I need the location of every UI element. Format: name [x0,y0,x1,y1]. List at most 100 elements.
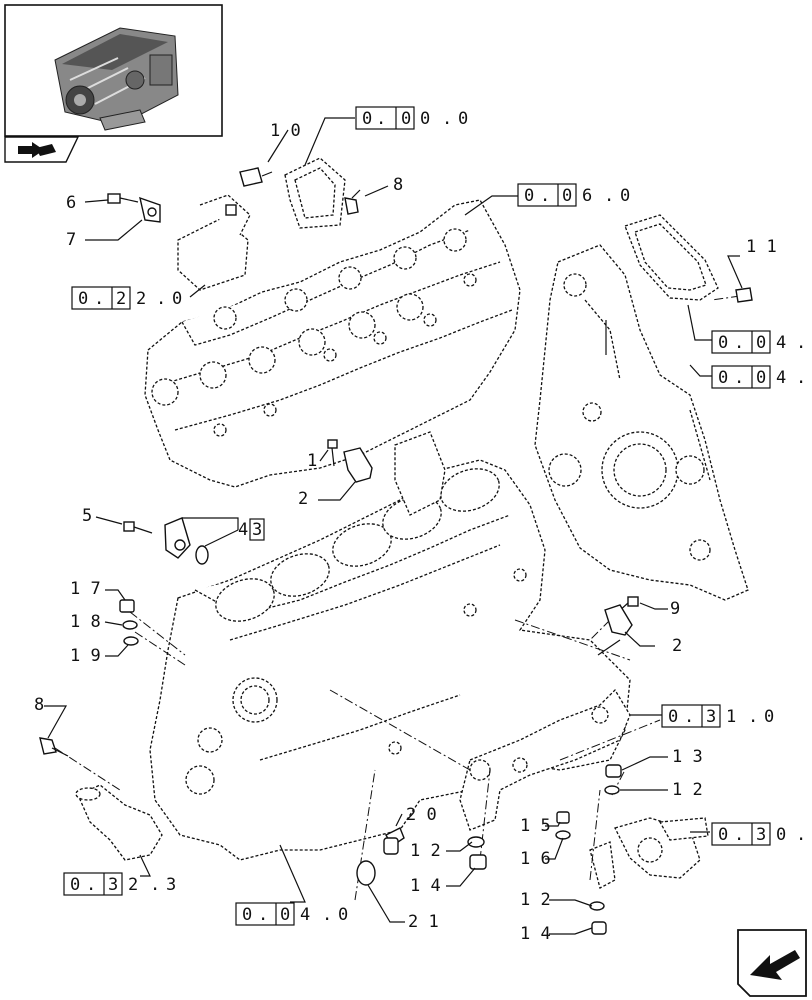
ring-part-16 [555,830,571,840]
label-part-13: 1 3 [672,747,703,767]
svg-text:0: 0 [756,333,766,353]
sensor-part-8-bottom [39,737,69,757]
svg-text:2: 2 [116,289,126,309]
svg-text:3: 3 [108,875,118,895]
plug-part-11 [735,287,753,303]
svg-text:.: . [94,289,104,309]
svg-text:0: 0 [718,368,728,388]
label-part-8-top: 8 [393,175,403,195]
svg-text:0: 0 [756,368,766,388]
svg-text:.: . [376,109,386,129]
svg-text:4: 4 [238,520,248,540]
svg-text:.: . [322,905,332,925]
bracket-part [284,157,346,229]
svg-text:.: . [86,875,96,895]
page-turn-arrow-icon[interactable] [737,929,807,997]
svg-text:.: . [604,186,614,206]
plug-part-13 [605,764,622,778]
ref-0-04-a[interactable]: 0 . 0 4 . [711,330,806,354]
svg-text:0: 0 [338,905,348,925]
svg-text:.: . [796,368,806,388]
svg-text:.: . [796,825,806,845]
navigation-arrow-icon[interactable] [4,136,80,163]
ref-4-3[interactable]: 4 3 [238,518,265,541]
ring-part-21 [356,860,376,886]
svg-text:4: 4 [776,333,786,353]
svg-text:3: 3 [166,875,176,895]
label-part-2-upper: 2 [298,489,308,509]
ring-part-12a [604,785,620,795]
leader-lines [44,117,743,935]
svg-text:0: 0 [172,289,182,309]
ref-0-22-0[interactable]: 0 . 2 2 . 0 [71,286,182,310]
svg-text:.: . [156,289,166,309]
ref-0-06-0[interactable]: 0 . 0 6 . 0 [517,183,630,207]
label-part-12-right: 1 2 [672,780,703,800]
svg-text:3: 3 [252,520,262,540]
label-part-12-left: 1 2 [410,841,441,861]
sensor-part-2a [343,447,373,483]
label-part-11: 1 1 [746,237,777,257]
svg-text:0: 0 [458,109,468,129]
ref-0-20-0[interactable]: 0 . 0 0 . 0 [355,106,468,130]
label-part-16: 1 6 [520,849,551,869]
label-part-19: 1 9 [70,646,101,666]
svg-text:4: 4 [776,368,786,388]
sensor-part-2b [604,604,633,636]
label-part-17: 1 7 [70,579,101,599]
plug-part-15 [556,811,570,824]
sensor-part-10 [239,167,273,187]
oil-cooler-manifold [459,688,709,889]
label-part-5: 5 [82,506,92,526]
svg-text:6: 6 [582,186,592,206]
label-part-14-bottom: 1 4 [520,924,551,944]
svg-text:3: 3 [756,825,766,845]
label-part-1: 1 [307,451,317,471]
svg-text:.: . [150,875,160,895]
svg-text:0: 0 [280,905,290,925]
flywheel-housing [534,214,749,601]
plug-part-14b [591,921,607,935]
housing-part-022 [177,194,251,291]
svg-text:4: 4 [300,905,310,925]
ref-0-04-b[interactable]: 0 . 0 4 . [711,365,806,389]
label-part-9: 9 [670,599,680,619]
ring-part-18 [122,620,138,630]
svg-text:2: 2 [136,289,146,309]
svg-text:.: . [748,707,758,727]
screw-part-5 [123,521,153,534]
screw-part-6 [107,193,139,204]
cylinder-head [144,199,521,488]
pipe-part-0323 [75,784,163,861]
svg-text:.: . [734,825,744,845]
label-part-20: 2 0 [406,805,437,825]
svg-text:1: 1 [726,707,736,727]
ref-0-30[interactable]: 0 . 3 0 . [711,822,806,846]
svg-text:0: 0 [776,825,786,845]
svg-text:0: 0 [70,875,80,895]
svg-text:2: 2 [128,875,138,895]
ring-part-19 [123,636,139,646]
screw-part-1 [327,439,338,467]
label-part-2-lower: 2 [672,636,682,656]
svg-text:0: 0 [524,186,534,206]
svg-text:0: 0 [420,109,430,129]
label-part-10: 1 0 [270,121,301,141]
svg-text:.: . [540,186,550,206]
ref-0-31-0[interactable]: 0 . 3 1 . 0 [661,704,774,728]
engine-thumbnail-icon[interactable] [4,4,223,137]
label-part-7: 7 [66,230,76,250]
svg-text:0: 0 [362,109,372,129]
plug-part-14a [469,854,487,870]
ref-0-32-3[interactable]: 0 . 3 2 . 3 [63,872,176,896]
plug-part-20 [383,827,405,855]
svg-text:.: . [258,905,268,925]
label-part-8-bottom: 8 [34,695,44,715]
ref-0-04-0[interactable]: 0 . 0 4 . 0 [235,902,348,926]
svg-text:0: 0 [401,109,411,129]
svg-text:.: . [796,333,806,353]
svg-text:0: 0 [562,186,572,206]
sensor-part-7 [139,196,161,223]
svg-text:0: 0 [718,825,728,845]
